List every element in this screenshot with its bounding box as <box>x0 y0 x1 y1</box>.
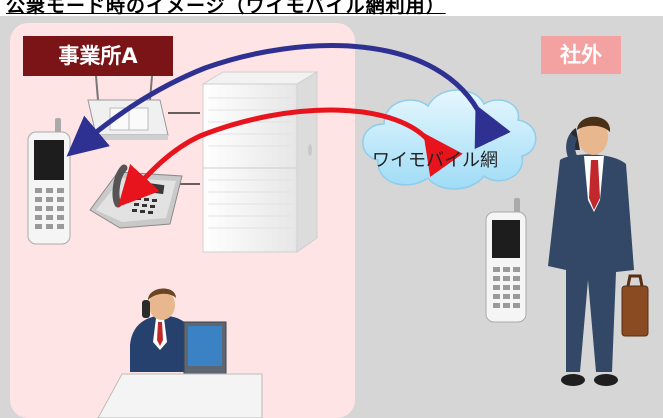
outside-label: 社外 <box>541 36 621 74</box>
page-title: 公衆モード時のイメージ（ワイモバイル網利用） <box>6 0 446 16</box>
pbx-server-icon <box>201 71 319 253</box>
office-label: 事業所A <box>23 36 173 76</box>
businessman-icon <box>548 116 649 386</box>
title-strip: 公衆モード時のイメージ（ワイモバイル網利用） <box>0 0 663 16</box>
arrow-red <box>117 107 463 208</box>
network-label: ワイモバイル網 <box>372 150 498 171</box>
office-worker-icon <box>97 288 263 418</box>
arrow-blue <box>66 43 511 157</box>
desk-phone-icon <box>89 164 183 229</box>
network-cloud <box>362 89 537 190</box>
mobile-phone-icon <box>27 118 71 245</box>
mobile-phone-icon <box>485 198 527 323</box>
